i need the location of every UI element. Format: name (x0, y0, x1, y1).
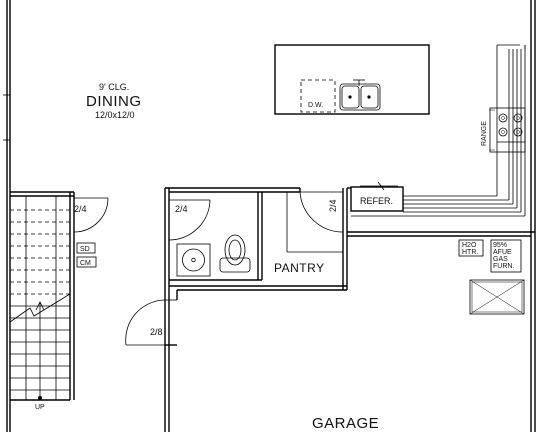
furnace-label-1: 95% (493, 242, 507, 249)
range-label: RANGE (481, 121, 488, 146)
staircase (9, 196, 71, 400)
mechanical-equipment (458, 239, 525, 315)
lavatory-sink-icon (176, 243, 211, 277)
stair-door-size: 2/4 (74, 204, 87, 214)
co-detector-label: CM (80, 260, 91, 267)
bath-door-size: 2/4 (175, 204, 188, 214)
garage-door-size: 2/8 (150, 327, 163, 337)
bathroom-fixtures (176, 234, 251, 277)
furnace-label-4: FURN. (493, 263, 514, 270)
water-heater-outline (458, 239, 484, 257)
exterior-walls (3, 0, 536, 432)
pantry-label: PANTRY (274, 261, 325, 275)
furnace-label-3: GAS (493, 256, 508, 263)
refrigerator-label: REFER. (360, 196, 393, 206)
smoke-detector-box (76, 242, 96, 254)
pantry-door-size: 2/4 (328, 199, 338, 212)
interior-walls (10, 187, 535, 432)
water-heater-label-2: HTR. (462, 249, 478, 256)
double-sink-icon (339, 79, 381, 111)
dining-size-label: 12/0x12/0 (95, 110, 135, 120)
stair-up-label: UP (35, 404, 45, 411)
attic-access-icon (469, 279, 525, 315)
range-cooktop-icon (489, 107, 526, 153)
stair-break-line (9, 293, 71, 323)
door-swings (73, 191, 344, 346)
toilet-icon (219, 234, 251, 273)
refrigerator-outline (350, 181, 404, 212)
furnace-label-2: AFUE (493, 249, 512, 256)
dining-room-label: DINING (86, 93, 142, 110)
kitchen-island (274, 44, 430, 115)
water-heater-label-1: H2O (462, 242, 477, 249)
dishwasher-outline (300, 79, 336, 113)
co-detector-box (76, 256, 97, 268)
dining-ceiling-label: 9' CLG. (99, 82, 129, 92)
smoke-detector-label: SD (80, 246, 90, 253)
dishwasher-label: D.W. (308, 102, 323, 109)
garage-label: GARAGE (312, 415, 379, 432)
furnace-outline (490, 239, 522, 273)
